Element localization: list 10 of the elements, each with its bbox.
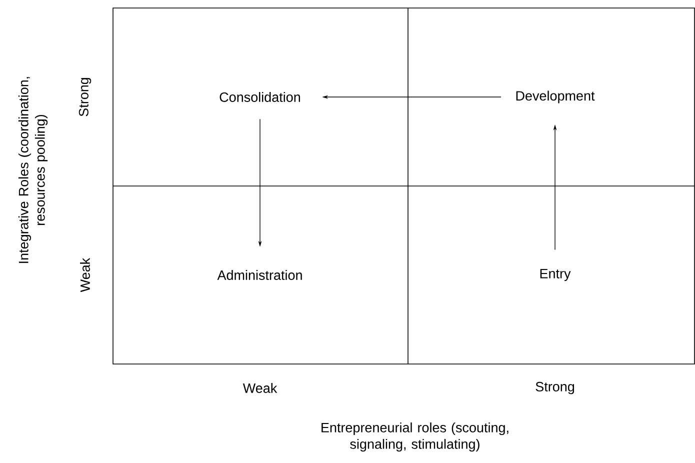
- axis-tick-label: Strong: [536, 382, 574, 394]
- stage-label: Entry: [540, 268, 571, 282]
- y-axis-title: Integrative Roles (coordination, resources pooling): [18, 77, 48, 263]
- axis-tick-label: Strong: [78, 78, 92, 116]
- axis-tick-label: Weak: [80, 258, 90, 292]
- x-axis-title: Entrepreneurial roles (scouting, signaling, stimulating): [322, 422, 508, 452]
- stage-label: Consolidation: [220, 92, 300, 102]
- stage-label: Development: [516, 90, 595, 104]
- stage-label: Administration: [217, 270, 302, 280]
- axis-tick-label: Weak: [242, 383, 278, 393]
